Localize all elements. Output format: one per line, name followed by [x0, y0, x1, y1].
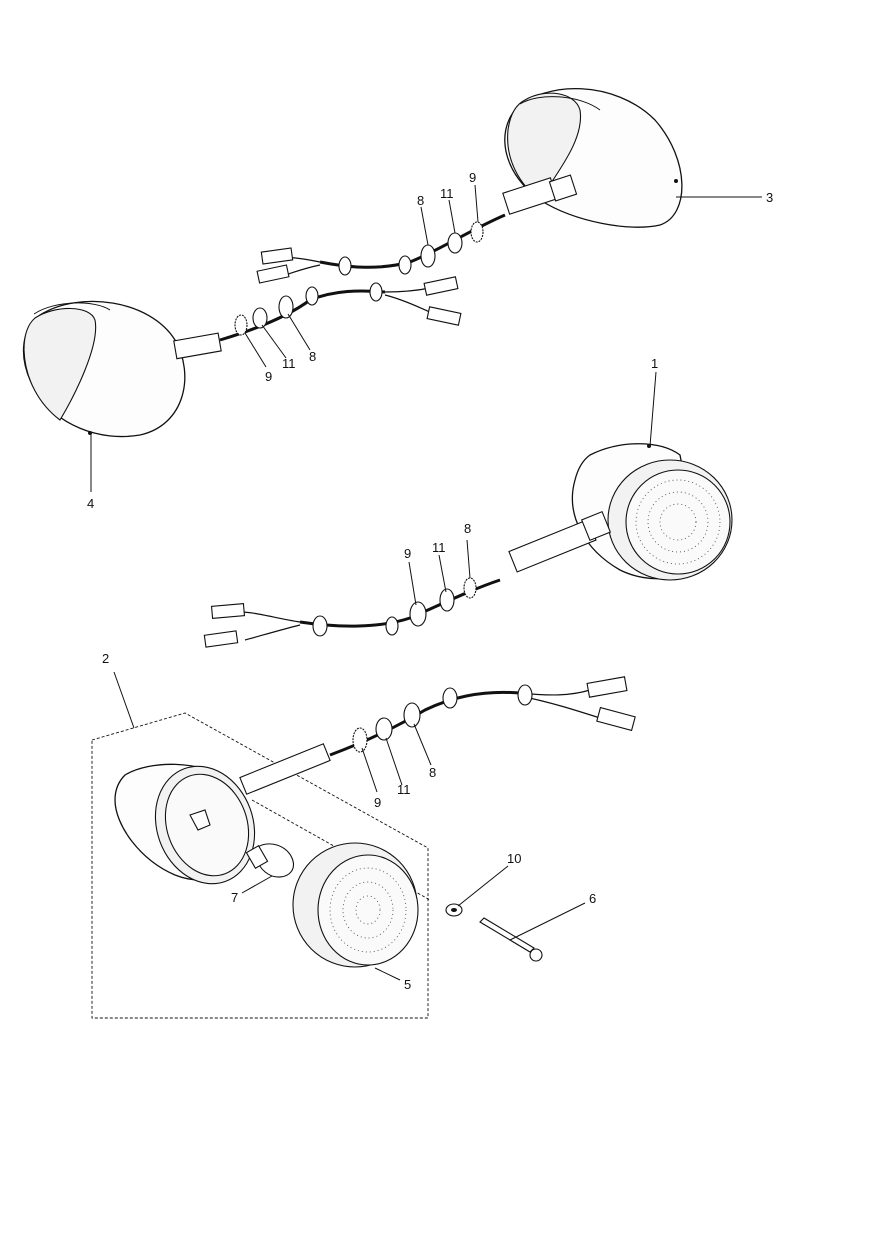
callout-10: 10 [507, 851, 521, 866]
callout-9-bottom: 9 [374, 795, 381, 810]
wiring-harness-3 [256, 213, 506, 284]
callout-9-top: 9 [469, 170, 476, 185]
callout-11-left: 11 [282, 356, 296, 371]
callout-7: 7 [231, 890, 238, 905]
callout-8-mid: 8 [464, 521, 471, 536]
wiring-harness-2 [329, 676, 636, 757]
callout-6: 6 [589, 891, 596, 906]
callout-9-mid: 9 [404, 546, 411, 561]
callout-8-left: 8 [309, 349, 316, 364]
callout-3: 3 [766, 190, 773, 205]
callout-5: 5 [404, 977, 411, 992]
callout-labels: 3 4 1 2 8 11 9 9 11 8 9 11 8 9 11 8 7 5 … [87, 170, 773, 992]
callout-8-bottom: 8 [429, 765, 436, 780]
callout-11-top: 11 [440, 186, 454, 201]
exploded-indicator-2 [91, 712, 543, 1019]
callout-1: 1 [651, 356, 658, 371]
indicator-3 [502, 87, 683, 228]
callout-11-bottom: 11 [397, 782, 411, 797]
wiring-harness-4 [219, 276, 462, 342]
indicator-4 [22, 300, 222, 438]
callout-9-left: 9 [265, 369, 272, 384]
leader-lines [90, 184, 762, 981]
callout-2: 2 [102, 651, 109, 666]
indicator-1 [508, 443, 733, 581]
wiring-harness-1 [203, 577, 501, 648]
callout-8-top: 8 [417, 193, 424, 208]
callout-4: 4 [87, 496, 94, 511]
callout-11-mid: 11 [432, 540, 446, 555]
